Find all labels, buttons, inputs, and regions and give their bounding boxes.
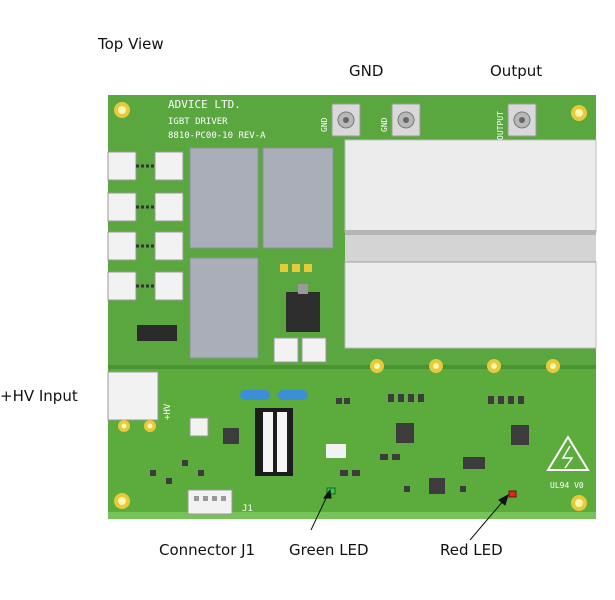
green-led-label: Green LED [289,541,369,559]
hv-input-label: +HV Input [0,387,78,405]
output-terminal [507,103,537,137]
transformer-3 [189,257,259,359]
gnd-pad-1-text: GND [320,117,329,132]
pin-header-connectors [107,151,184,301]
top-view-label: Top View [98,35,164,53]
dark-component [137,325,177,341]
gnd-pad-2-text: GND [380,117,389,132]
ic-chip [429,478,445,494]
heatsink [344,139,597,349]
j1-silk-text: J1 [242,504,253,514]
resistor-array [150,394,524,492]
red-led-label: Red LED [440,541,503,559]
voltage-regulator [280,264,320,332]
ul-silk-text: UL94 V0 [550,481,584,490]
red-led-arrow [469,493,509,541]
gnd-terminal-2 [391,103,421,137]
transformer-1 [189,147,259,249]
output-pad-text: OUTPUT [496,111,505,140]
hv-silk-text: +HV [163,403,173,420]
capacitor-blue-1 [240,390,270,400]
mounting-hole-icon [114,493,130,509]
mounting-hole-icon [571,495,587,511]
transformer-2 [262,147,334,249]
ic-chip [396,423,414,443]
silkscreen-product: IGBT DRIVER [168,117,228,127]
hv-input-connector [107,371,159,432]
ic-chip [463,457,485,469]
ic-chip [511,425,529,445]
gate-transformer [255,408,293,476]
capacitor-blue-2 [278,390,308,400]
silkscreen-part-number: 8810-PC00-10 REV-A [168,131,266,141]
green-led-arrow [310,488,332,531]
mounting-hole-icon [114,102,130,118]
gnd-label: GND [349,62,384,80]
heatsink-pads [370,359,560,373]
connector-j1-label: Connector J1 [159,541,256,559]
ic-chip [223,428,239,444]
connector-j1 [187,489,233,515]
silkscreen-company: ADVICE LTD. [168,98,241,111]
mounting-hole-icon [571,105,587,121]
high-voltage-warning-icon [546,435,590,471]
output-label: Output [490,62,543,80]
red-led [508,490,517,498]
gnd-terminal-1 [331,103,361,137]
